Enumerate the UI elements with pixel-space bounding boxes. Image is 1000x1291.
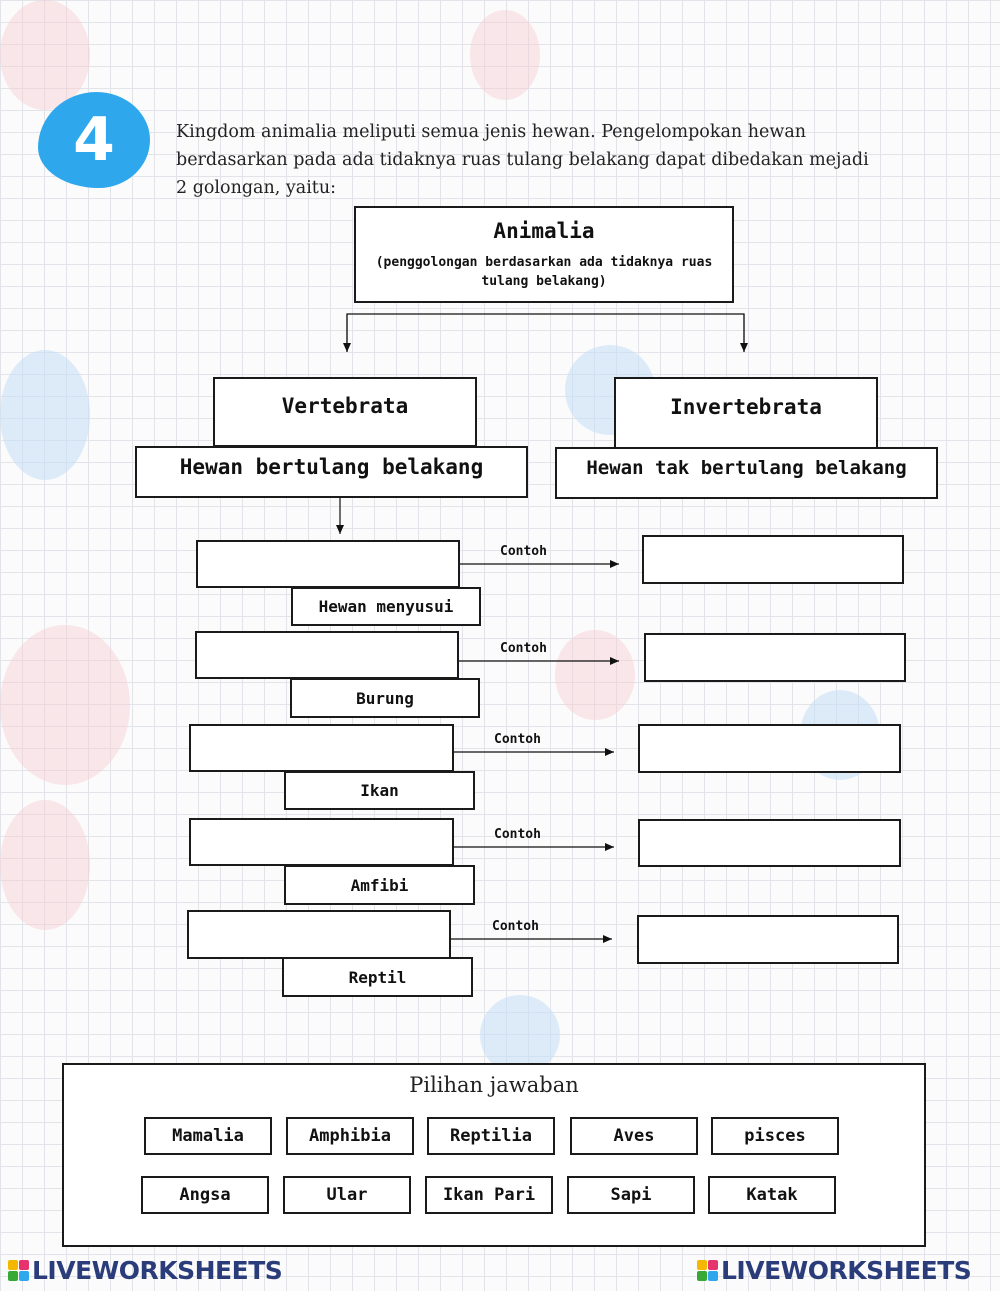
answer-chip-aves[interactable]: Aves <box>570 1117 698 1155</box>
group-label-text: Burung <box>356 688 414 708</box>
vertebrata-title: Vertebrata <box>281 394 409 418</box>
answer-dropzone[interactable] <box>196 540 460 588</box>
answer-chip-angsa[interactable]: Angsa <box>141 1176 269 1214</box>
group-label: Amfibi <box>284 865 475 905</box>
decor-blob <box>0 800 90 930</box>
example-dropzone[interactable] <box>638 724 901 773</box>
example-dropzone[interactable] <box>637 915 899 964</box>
example-label: Contoh <box>494 732 541 747</box>
animalia-box: Animalia (penggolongan berdasarkan ada t… <box>354 206 734 303</box>
answer-dropzone[interactable] <box>189 818 454 866</box>
answer-dropzone[interactable] <box>187 910 451 959</box>
answer-choices-title: Pilihan jawaban <box>409 1073 579 1097</box>
invertebrata-title: Invertebrata <box>670 395 822 419</box>
invertebrata-description-box: Hewan tak bertulang belakang <box>555 447 938 499</box>
example-dropzone[interactable] <box>638 819 901 867</box>
liveworksheets-logo-icon <box>697 1260 718 1281</box>
liveworksheets-logo: LIVEWORKSHEETS <box>697 1256 972 1285</box>
decor-blob <box>555 630 635 720</box>
answer-chip-ular[interactable]: Ular <box>283 1176 411 1214</box>
liveworksheets-logo-text: LIVEWORKSHEETS <box>32 1256 283 1285</box>
answer-chip-mamalia[interactable]: Mamalia <box>144 1117 272 1155</box>
liveworksheets-logo-text: LIVEWORKSHEETS <box>721 1256 972 1285</box>
answer-chip-ikan-pari[interactable]: Ikan Pari <box>425 1176 553 1214</box>
animalia-title: Animalia <box>493 218 595 243</box>
example-label: Contoh <box>500 544 547 559</box>
example-label: Contoh <box>500 641 547 656</box>
liveworksheets-logo: LIVEWORKSHEETS <box>8 1256 283 1285</box>
group-label: Burung <box>290 678 480 718</box>
answer-dropzone[interactable] <box>189 724 454 772</box>
decor-blob <box>470 10 540 100</box>
vertebrata-description: Hewan bertulang belakang <box>179 455 484 479</box>
vertebrata-title-box: Vertebrata <box>213 377 477 447</box>
example-label: Contoh <box>494 827 541 842</box>
invertebrata-title-box: Invertebrata <box>614 377 878 449</box>
answer-chip-reptilia[interactable]: Reptilia <box>427 1117 555 1155</box>
example-dropzone[interactable] <box>644 633 906 682</box>
answer-chip-sapi[interactable]: Sapi <box>567 1176 695 1214</box>
group-label: Hewan menyusui <box>291 587 481 626</box>
answer-chip-katak[interactable]: Katak <box>708 1176 836 1214</box>
intro-text: Kingdom animalia meliputi semua jenis he… <box>176 122 869 198</box>
liveworksheets-logo-icon <box>8 1260 29 1281</box>
group-label-text: Hewan menyusui <box>318 597 454 616</box>
question-number-badge: 4 <box>38 92 150 188</box>
answer-chip-amphibia[interactable]: Amphibia <box>286 1117 414 1155</box>
answer-dropzone[interactable] <box>195 631 459 679</box>
decor-blob <box>0 625 130 785</box>
group-label-text: Amfibi <box>350 875 409 895</box>
example-label: Contoh <box>492 919 539 934</box>
animalia-subtitle: (penggolongan berdasarkan ada tidaknya r… <box>375 254 713 289</box>
group-label: Reptil <box>282 957 473 997</box>
group-label-text: Ikan <box>360 781 399 800</box>
example-dropzone[interactable] <box>642 535 904 584</box>
answer-chip-pisces[interactable]: pisces <box>711 1117 839 1155</box>
group-label-text: Reptil <box>348 967 407 987</box>
invertebrata-description: Hewan tak bertulang belakang <box>586 457 907 479</box>
vertebrata-description-box: Hewan bertulang belakang <box>135 446 528 498</box>
decor-blob <box>0 0 90 110</box>
answer-choices-panel: Pilihan jawaban <box>62 1063 926 1247</box>
decor-blob <box>480 995 560 1075</box>
group-label: Ikan <box>284 771 475 810</box>
decor-blob <box>0 350 90 480</box>
